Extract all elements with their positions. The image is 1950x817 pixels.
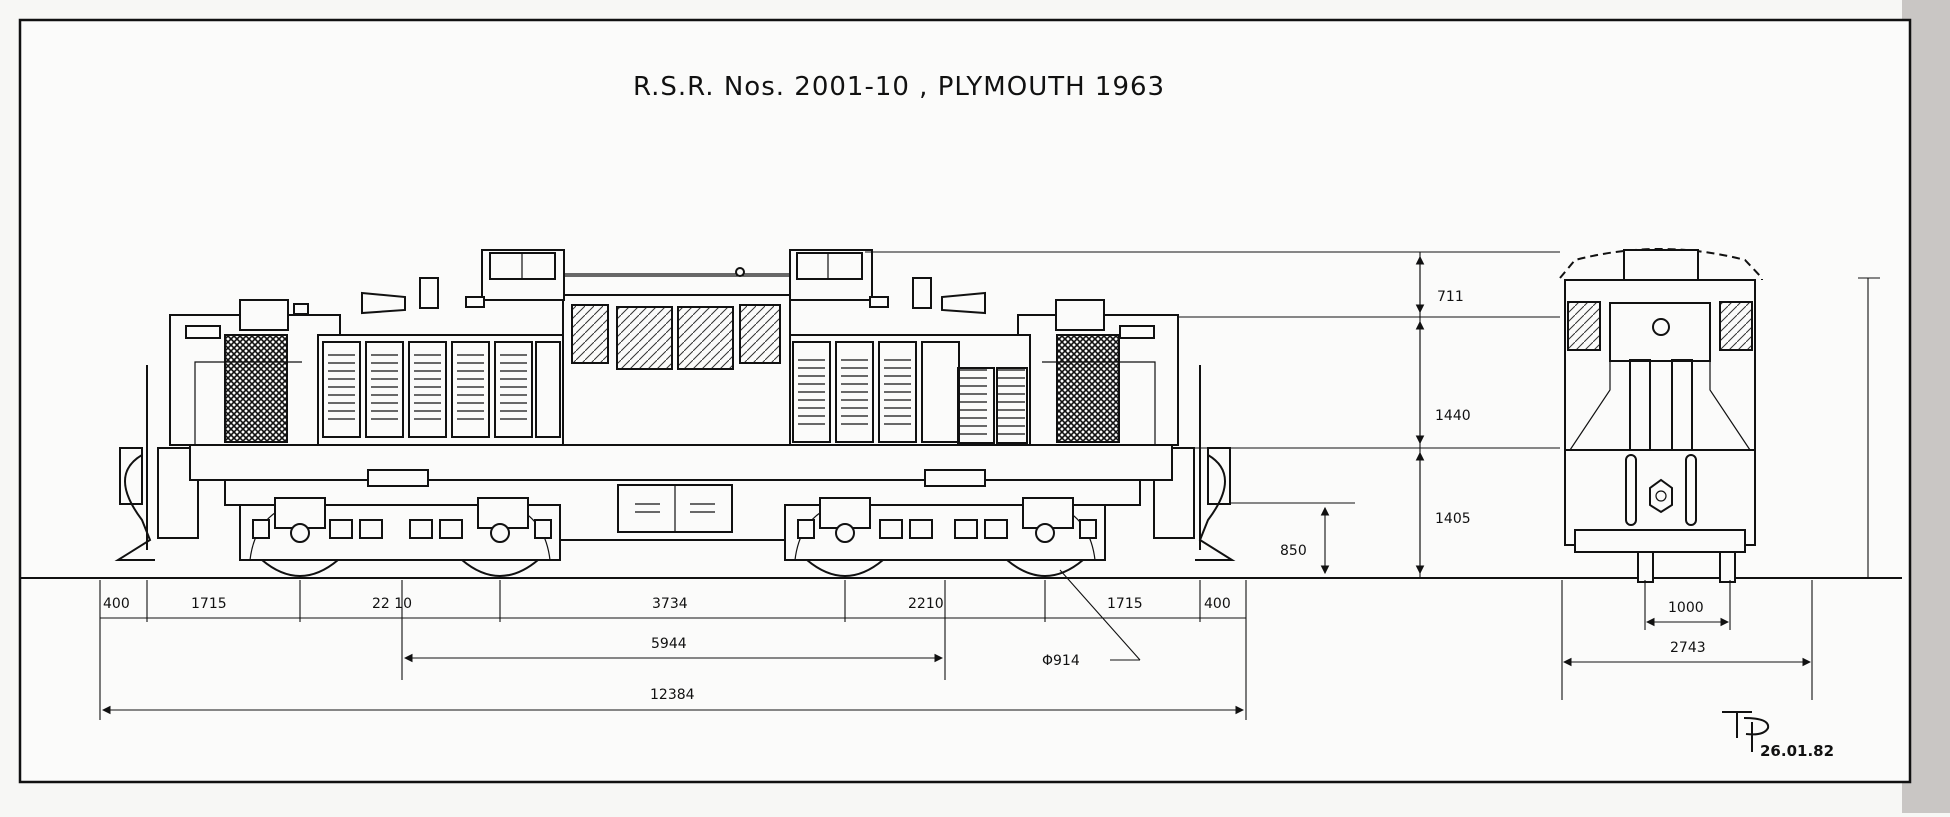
length-dimensions: 400 1715 22 10 3734 2210 1715 400 5944 1… — [99, 569, 1247, 720]
dim-400-right: 400 — [1204, 596, 1231, 612]
draftsman-signature: 26.01.82 — [1722, 711, 1834, 760]
dim-wheel-diameter: Φ914 — [1042, 653, 1080, 669]
dim-1715-right: 1715 — [1107, 596, 1143, 612]
radiator-grille-left — [224, 334, 288, 443]
end-coupler — [1649, 478, 1673, 514]
dim-1405: 1405 — [1435, 511, 1471, 527]
dim-end-width: 2743 — [1670, 640, 1706, 656]
dim-5944: 5944 — [651, 636, 687, 652]
handrail-right — [1042, 361, 1156, 448]
drawing-title: R.S.R. Nos. 2001-10 , PLYMOUTH 1963 — [633, 72, 1165, 102]
dim-2210-right: 2210 — [908, 596, 944, 612]
end-view: 1000 2743 — [1559, 248, 1880, 700]
dim-1440: 1440 — [1435, 408, 1471, 424]
height-dimensions: 711 1440 1405 850 — [865, 251, 1560, 578]
running-board — [189, 444, 1173, 481]
side-view — [20, 249, 1902, 579]
horn-right — [941, 291, 986, 315]
dim-1715-left: 1715 — [191, 596, 227, 612]
coupler-right — [1195, 454, 1236, 561]
radiator-grille-right — [1056, 334, 1120, 443]
hood-doors-right — [792, 341, 1028, 444]
long-hood-left — [317, 334, 564, 446]
headlight — [1652, 318, 1670, 336]
dim-2210-left: 22 10 — [372, 596, 412, 612]
handrail-left — [194, 361, 302, 448]
cab-window-4 — [739, 304, 781, 364]
horn-left — [361, 291, 406, 315]
dim-12384: 12384 — [650, 687, 695, 703]
cab-window-1 — [571, 304, 609, 364]
cab-window-3 — [677, 306, 734, 370]
hood-doors-left — [322, 341, 561, 438]
dim-711: 711 — [1437, 289, 1464, 305]
dim-3734: 3734 — [652, 596, 688, 612]
cab-window-2 — [616, 306, 673, 370]
signature-date: 26.01.82 — [1760, 742, 1834, 760]
dim-track-gauge: 1000 — [1668, 600, 1704, 616]
dim-850: 850 — [1280, 543, 1307, 559]
coupler-left — [114, 454, 155, 561]
dim-400-left: 400 — [103, 596, 130, 612]
